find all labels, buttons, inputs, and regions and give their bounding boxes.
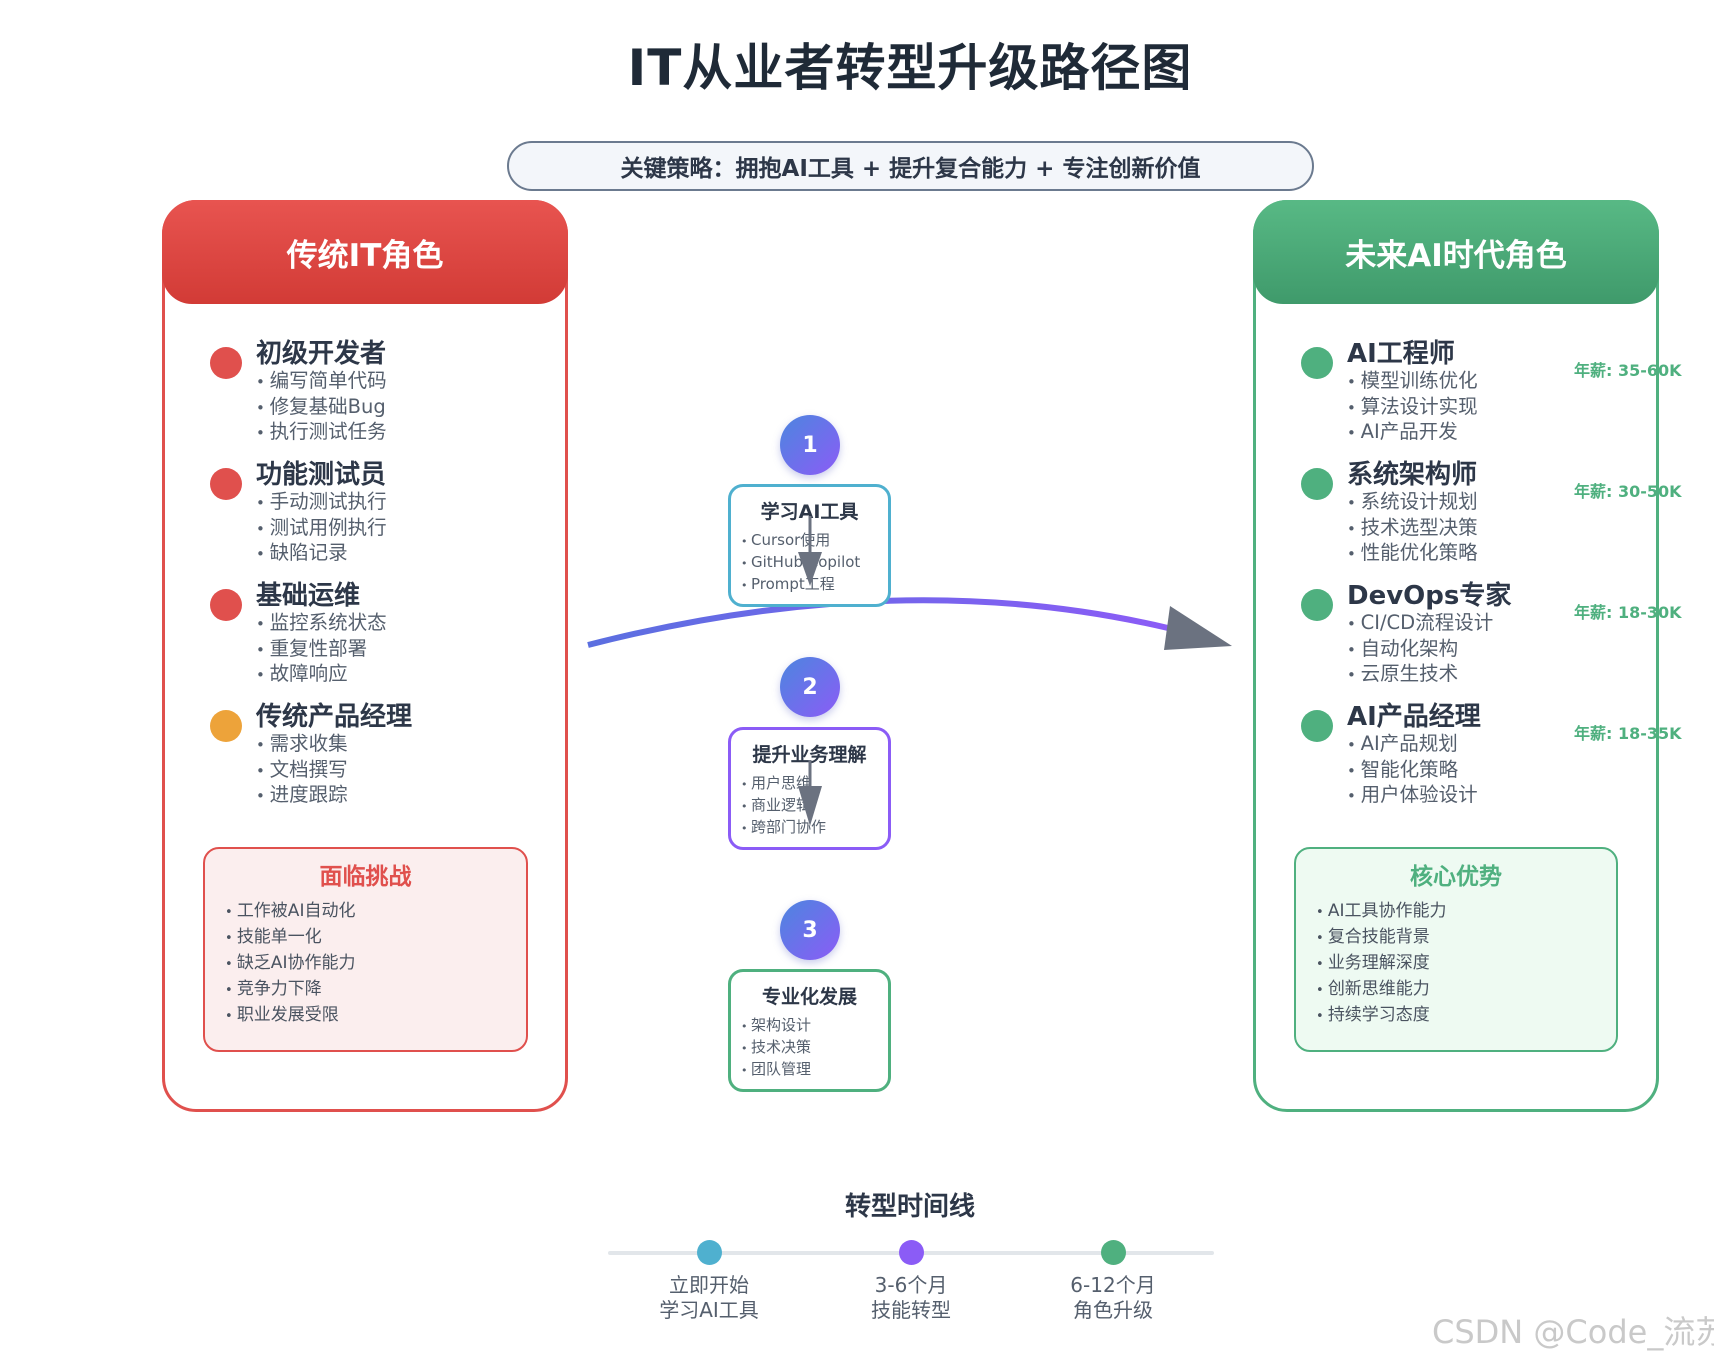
timeline-dot xyxy=(899,1240,924,1265)
challenges-box: 面临挑战 工作被AI自动化 技能单一化 缺乏AI协作能力 竞争力下降 职业发展受… xyxy=(203,847,528,1052)
role-item: 智能化策略 xyxy=(1347,758,1478,784)
role-dot xyxy=(210,347,242,379)
strategy-text: 关键策略：拥抱AI工具 + 提升复合能力 + 专注创新价值 xyxy=(620,156,1201,182)
role-item: 自动化架构 xyxy=(1347,637,1493,663)
timeline-time: 3-6个月 xyxy=(874,1273,948,1297)
role-name: AI产品经理 xyxy=(1347,702,1481,732)
step-2-badge: 2 xyxy=(780,657,840,717)
salary-label: 年薪: 18-35K xyxy=(1574,724,1682,743)
advantages-title: 核心优势 xyxy=(1410,864,1502,890)
step-item: 技术决策 xyxy=(741,1037,878,1059)
role-item: 手动测试执行 xyxy=(256,490,387,516)
role-dot xyxy=(210,589,242,621)
step-3-card: 专业化发展 架构设计 技术决策 团队管理 xyxy=(728,969,891,1092)
role-item: 需求收集 xyxy=(256,732,348,758)
advantage-item: 持续学习态度 xyxy=(1316,1003,1596,1029)
advantage-item: 复合技能背景 xyxy=(1316,925,1596,951)
step-item: 团队管理 xyxy=(741,1059,878,1081)
role-item: 进度跟踪 xyxy=(256,783,348,809)
strategy-banner: 关键策略：拥抱AI工具 + 提升复合能力 + 专注创新价值 xyxy=(507,141,1314,191)
role-item: 算法设计实现 xyxy=(1347,395,1478,421)
role-item: 文档撰写 xyxy=(256,758,348,784)
challenge-item: 技能单一化 xyxy=(225,925,506,951)
role-dot xyxy=(1301,589,1333,621)
challenge-item: 缺乏AI协作能力 xyxy=(225,951,506,977)
advantage-item: AI工具协作能力 xyxy=(1316,899,1596,925)
traditional-roles-header: 传统IT角色 xyxy=(162,200,568,304)
role-name: DevOps专家 xyxy=(1347,581,1512,611)
role-name: 初级开发者 xyxy=(256,339,387,369)
role-item: 模型训练优化 xyxy=(1347,369,1478,395)
timeline-label-end: 6-12个月 角色升级 xyxy=(1033,1273,1193,1323)
salary-label: 年薪: 35-60K xyxy=(1574,361,1682,380)
step-item: 商业逻辑 xyxy=(741,795,878,817)
role-dot xyxy=(1301,347,1333,379)
role-item: 缺陷记录 xyxy=(256,541,387,567)
step-2-card: 提升业务理解 用户思维 商业逻辑 跨部门协作 xyxy=(728,727,891,850)
role-name: 传统产品经理 xyxy=(256,702,413,732)
salary-label: 年薪: 30-50K xyxy=(1574,482,1682,501)
role-dot xyxy=(210,468,242,500)
watermark: CSDN @Code_流苏 xyxy=(1432,1313,1714,1351)
role-item: 性能优化策略 xyxy=(1347,541,1478,567)
step-item: 跨部门协作 xyxy=(741,817,878,839)
timeline-dot xyxy=(1101,1240,1126,1265)
role-item: 重复性部署 xyxy=(256,637,387,663)
advantage-item: 业务理解深度 xyxy=(1316,951,1596,977)
timeline-desc: 学习AI工具 xyxy=(659,1298,759,1322)
step-3-badge: 3 xyxy=(780,900,840,960)
page-title: IT从业者转型升级路径图 xyxy=(627,39,1193,97)
timeline-label-mid: 3-6个月 技能转型 xyxy=(831,1273,991,1323)
timeline-label-start: 立即开始 学习AI工具 xyxy=(629,1273,789,1323)
role-dot xyxy=(1301,710,1333,742)
challenges-title: 面临挑战 xyxy=(319,864,412,890)
step-item: Prompt工程 xyxy=(741,574,878,596)
timeline-time: 6-12个月 xyxy=(1070,1273,1156,1297)
challenge-item: 工作被AI自动化 xyxy=(225,899,506,925)
step-title: 提升业务理解 xyxy=(752,744,867,766)
role-item: 用户体验设计 xyxy=(1347,783,1478,809)
role-item: 监控系统状态 xyxy=(256,611,387,637)
role-item: 编写简单代码 xyxy=(256,369,387,395)
step-title: 学习AI工具 xyxy=(760,501,859,523)
salary-label: 年薪: 18-30K xyxy=(1574,603,1682,622)
role-name: 基础运维 xyxy=(256,581,361,611)
role-dot xyxy=(210,710,242,742)
timeline-desc: 角色升级 xyxy=(1073,1298,1153,1322)
role-name: AI工程师 xyxy=(1347,339,1455,369)
advantages-box: 核心优势 AI工具协作能力 复合技能背景 业务理解深度 创新思维能力 持续学习态… xyxy=(1294,847,1618,1052)
role-item: 系统设计规划 xyxy=(1347,490,1478,516)
role-item: CI/CD流程设计 xyxy=(1347,611,1494,637)
role-item: 故障响应 xyxy=(256,662,387,688)
role-name: 系统架构师 xyxy=(1347,460,1478,490)
step-item: 架构设计 xyxy=(741,1015,878,1037)
role-item: AI产品开发 xyxy=(1347,420,1478,446)
timeline-dot xyxy=(697,1240,722,1265)
role-item: 执行测试任务 xyxy=(256,420,387,446)
timeline-desc: 技能转型 xyxy=(871,1298,951,1322)
challenge-item: 职业发展受限 xyxy=(225,1003,506,1029)
role-item: 云原生技术 xyxy=(1347,662,1493,688)
timeline-time: 立即开始 xyxy=(669,1273,749,1297)
role-dot xyxy=(1301,468,1333,500)
step-1-badge: 1 xyxy=(780,415,840,475)
advantage-item: 创新思维能力 xyxy=(1316,977,1596,1003)
timeline-title: 转型时间线 xyxy=(844,1192,975,1222)
step-title: 专业化发展 xyxy=(761,986,857,1008)
role-item: AI产品规划 xyxy=(1347,732,1478,758)
role-item: 修复基础Bug xyxy=(256,395,387,421)
role-item: 技术选型决策 xyxy=(1347,516,1478,542)
role-name: 功能测试员 xyxy=(256,460,387,490)
challenge-item: 竞争力下降 xyxy=(225,977,506,1003)
role-item: 测试用例执行 xyxy=(256,516,387,542)
future-roles-header: 未来AI时代角色 xyxy=(1253,200,1659,304)
step-item: 用户思维 xyxy=(741,773,878,795)
